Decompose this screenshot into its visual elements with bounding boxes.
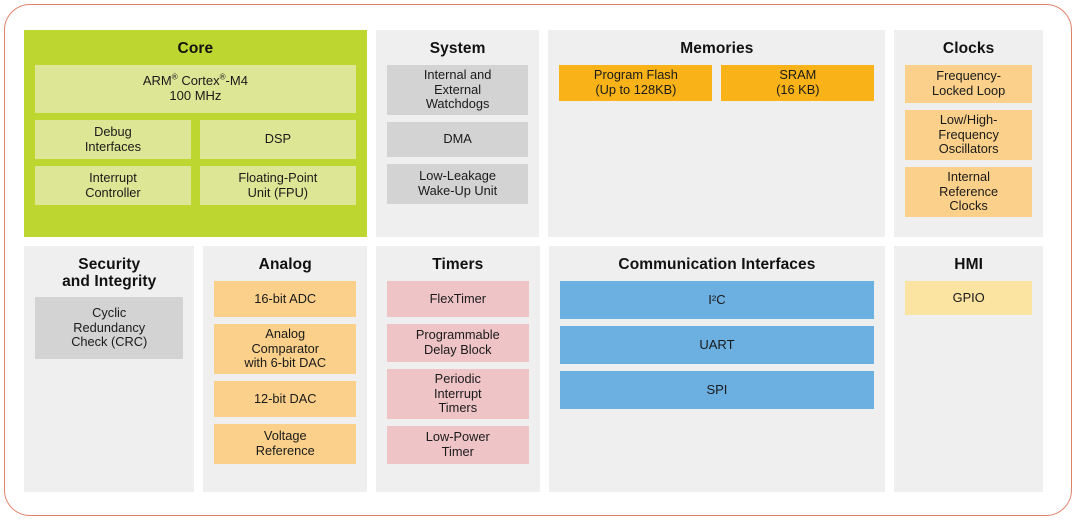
clocks-blocks: Frequency-Locked Loop Low/High-Frequency… xyxy=(905,65,1032,217)
panel-title-timers: Timers xyxy=(432,256,484,273)
block-gpio: GPIO xyxy=(905,281,1032,315)
panel-hmi: HMI GPIO xyxy=(894,246,1043,492)
panel-title-hmi: HMI xyxy=(954,256,984,273)
hmi-blocks: GPIO xyxy=(905,281,1032,315)
block-flextimer: FlexTimer xyxy=(387,281,529,317)
panel-memories: Memories Program Flash(Up to 128KB) SRAM… xyxy=(548,30,886,237)
registered-icon-2: ® xyxy=(219,73,226,83)
block-program-flash: Program Flash(Up to 128KB) xyxy=(559,65,713,101)
block-uart: UART xyxy=(559,326,875,364)
block-arm-cortex-m4: ARM® Cortex®-M4 100 MHz xyxy=(35,65,356,113)
block-12-bit-dac: 12-bit DAC xyxy=(214,381,357,417)
arm-line1: ARM® Cortex®-M4 xyxy=(142,73,248,89)
block-i2c: I²C xyxy=(559,281,875,319)
security-title-line2: and Integrity xyxy=(62,273,157,290)
panel-title-communication: Communication Interfaces xyxy=(618,256,816,273)
panel-clocks: Clocks Frequency-Locked Loop Low/High-Fr… xyxy=(894,30,1043,237)
block-dsp: DSP xyxy=(199,120,356,159)
panel-title-security: Security and Integrity xyxy=(35,256,183,290)
communication-blocks: I²C UART SPI xyxy=(559,281,875,409)
block-spi: SPI xyxy=(559,371,875,409)
panel-title-system: System xyxy=(429,40,486,57)
block-dma: DMA xyxy=(386,122,529,157)
block-16-bit-adc: 16-bit ADC xyxy=(214,281,357,317)
memories-blocks: Program Flash(Up to 128KB) SRAM(16 KB) xyxy=(559,65,875,101)
registered-icon: ® xyxy=(171,73,178,83)
block-frequency-locked-loop: Frequency-Locked Loop xyxy=(905,65,1032,103)
panel-title-analog: Analog xyxy=(258,256,312,273)
panel-title-memories: Memories xyxy=(680,40,754,57)
panel-communication-interfaces: Communication Interfaces I²C UART SPI xyxy=(548,246,886,492)
arm-line2: 100 MHz xyxy=(169,88,222,103)
block-sram: SRAM(16 KB) xyxy=(721,65,875,101)
security-title-line1: Security xyxy=(78,256,141,273)
panel-title-core: Core xyxy=(177,40,214,57)
panel-title-clocks: Clocks xyxy=(942,40,995,57)
